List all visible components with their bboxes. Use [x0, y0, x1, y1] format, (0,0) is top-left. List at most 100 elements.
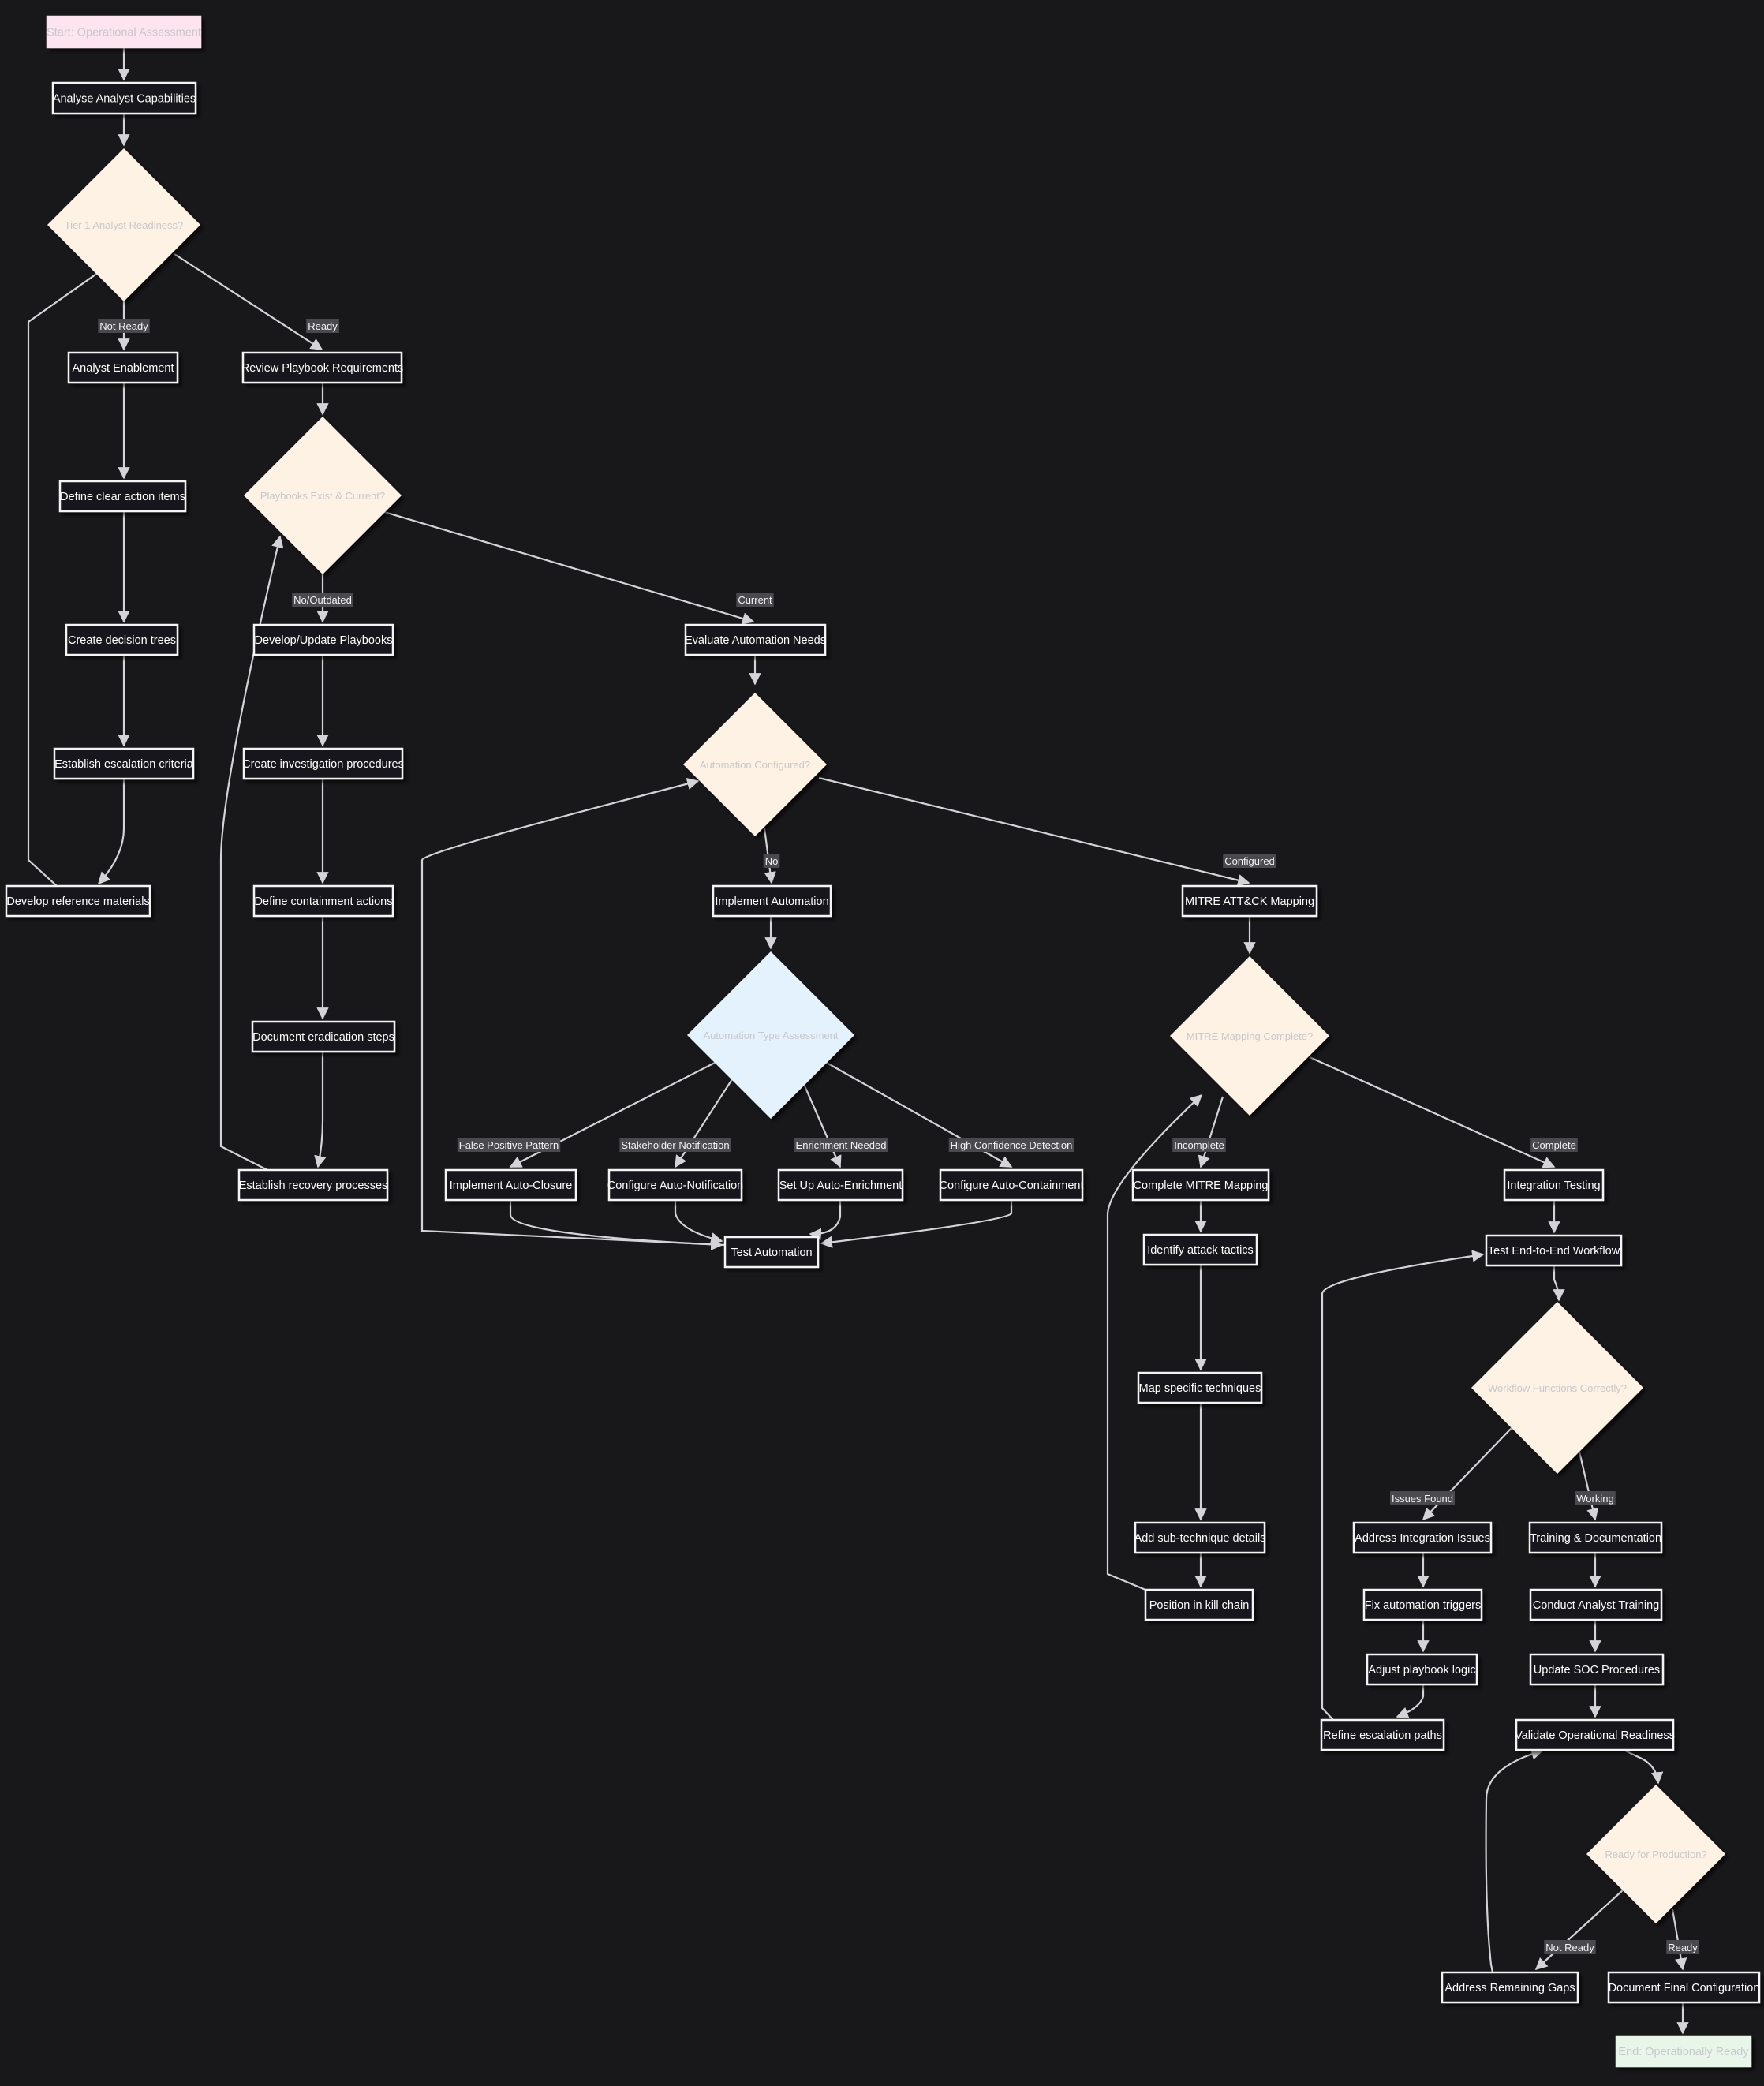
node-investigation: Create investigation procedures: [242, 747, 404, 780]
decision-auto-type: Automation Type Assessment: [687, 951, 854, 1119]
node-box: [444, 1168, 577, 1202]
node-complete-mitre: Complete MITRE Mapping: [1131, 1168, 1270, 1202]
node-start: Start: Operational Assessment: [46, 15, 202, 49]
node-develop-pb: Develop/Update Playbooks: [252, 623, 394, 656]
node-enable: Analyst Enablement: [67, 351, 179, 384]
node-label: Review Playbook Requirements: [241, 362, 404, 375]
edge-label-false-positive: False Positive Pattern: [457, 1138, 561, 1152]
node-label: Training & Documentation: [1530, 1532, 1661, 1545]
decision-diamond: [1586, 1785, 1725, 1923]
node-box: [723, 1236, 820, 1269]
edge-label-stakeholder: Stakeholder Notification: [619, 1138, 731, 1152]
edge-label-not-ready-1: Not Ready: [98, 319, 150, 333]
node-integ-test: Integration Testing: [1503, 1168, 1605, 1202]
node-box: [1441, 1971, 1579, 2004]
decision-diamond: [1471, 1302, 1643, 1474]
node-action-items: Define clear action items: [58, 480, 187, 513]
node-impl-auto: Implement Automation: [712, 884, 832, 918]
node-eradication: Document eradication steps: [251, 1020, 396, 1053]
edge-arrow-51: [1671, 1908, 1687, 1971]
edge-label-text: Configured: [1224, 855, 1275, 867]
edge-arrow-44: [1396, 1685, 1425, 1719]
node-recovery: Establish recovery processes: [237, 1168, 389, 1202]
edge-label-text: No: [765, 855, 779, 867]
decision-tier1: Tier 1 Analyst Readiness?: [47, 148, 200, 301]
node-killchain: Position in kill chain: [1144, 1588, 1254, 1621]
node-label: Complete MITRE Mapping: [1134, 1179, 1269, 1192]
node-box: [67, 351, 179, 384]
edge-label-no-outdated: No/Outdated: [292, 593, 353, 607]
node-label: Validate Operational Readiness: [1515, 1729, 1675, 1742]
edge-label-text: Working: [1576, 1493, 1613, 1505]
node-label: Update SOC Procedures: [1534, 1664, 1660, 1677]
node-label: Document eradication steps: [252, 1031, 394, 1044]
edge-label-high-confidence: High Confidence Detection: [948, 1138, 1074, 1152]
node-label: Test End-to-End Workflow: [1488, 1245, 1620, 1258]
node-label: Add sub-technique details: [1134, 1532, 1266, 1545]
node-box: [1529, 1653, 1665, 1686]
edge-label-text: Ready: [308, 320, 338, 332]
node-label: Adjust playbook logic: [1368, 1664, 1475, 1677]
edge-label-text: Incomplete: [1174, 1139, 1224, 1151]
node-label: Start: Operational Assessment: [47, 27, 201, 39]
node-techniques: Map specific techniques: [1137, 1371, 1263, 1404]
decision-ready-prod: Ready for Production?: [1586, 1785, 1725, 1923]
edge-label-current: Current: [736, 593, 774, 607]
node-analyse: Analyse Analyst Capabilities: [51, 81, 197, 115]
node-label: Address Remaining Gaps: [1444, 1982, 1575, 1994]
node-test-auto: Test Automation: [723, 1236, 820, 1269]
edge-arrow-31: [1198, 1096, 1224, 1168]
edge-arrow-28: [820, 1201, 1013, 1248]
node-mitre-map: MITRE ATT&CK Mapping: [1181, 884, 1318, 918]
edge-label-ready-1: Ready: [306, 319, 339, 333]
node-end: End: Operationally Ready: [1615, 2035, 1752, 2068]
edge-label-bg: [1223, 854, 1276, 868]
node-label: Test Automation: [731, 1247, 812, 1259]
edge-arrow-7: [27, 260, 116, 887]
decision-pb-exist: Playbooks Exist & Current?: [244, 417, 402, 574]
edge-label-text: Stakeholder Notification: [621, 1139, 729, 1151]
edge-arrow-45: [1321, 1250, 1485, 1721]
edge-label-text: Not Ready: [99, 320, 148, 332]
decision-wf-ok: Workflow Functions Correctly?: [1471, 1302, 1643, 1474]
edge-label-bg: [457, 1138, 561, 1152]
decision-diamond: [1170, 956, 1329, 1116]
edge-label-bg: [619, 1138, 731, 1152]
node-label: Create decision trees: [68, 634, 176, 647]
edge-label-enrichment: Enrichment Needed: [794, 1138, 888, 1152]
node-box: [607, 1168, 743, 1202]
node-escalation: Establish escalation criteria: [53, 747, 195, 780]
edge-label-text: Ready: [1668, 1942, 1698, 1953]
node-box: [939, 1168, 1084, 1202]
node-integ-issues: Address Integration Issues: [1352, 1521, 1493, 1554]
edge-label-text: No/Outdated: [293, 594, 352, 606]
node-label: Refine escalation paths: [1323, 1729, 1442, 1742]
node-box: [1529, 1588, 1663, 1621]
edge-label-bg: [736, 593, 774, 607]
edge-label-bg: [1530, 1138, 1578, 1152]
edge-label-bg: [794, 1138, 888, 1152]
edge-label-no: No: [763, 854, 780, 868]
node-reference: Develop reference materials: [5, 884, 151, 918]
node-gaps: Address Remaining Gaps: [1441, 1971, 1579, 2004]
node-label: Implement Automation: [715, 895, 828, 908]
edge-label-configured: Configured: [1223, 854, 1276, 868]
node-label: Set Up Auto-Enrichment: [779, 1179, 903, 1192]
decision-label: Playbooks Exist & Current?: [260, 490, 385, 502]
node-box: [1181, 884, 1318, 918]
edge-label-text: Issues Found: [1392, 1493, 1453, 1505]
edge-label-working: Working: [1575, 1491, 1616, 1505]
decision-diamond: [47, 148, 200, 301]
node-label: MITRE ATT&CK Mapping: [1185, 895, 1314, 908]
decision-auto-conf: Automation Configured?: [683, 693, 827, 836]
node-label: Conduct Analyst Training: [1533, 1599, 1659, 1612]
node-box: [1362, 1588, 1483, 1621]
node-box: [51, 81, 197, 115]
node-label: Define clear action items: [60, 491, 185, 503]
edge-label-text: Enrichment Needed: [796, 1139, 887, 1151]
node-box: [1144, 1588, 1254, 1621]
node-label: Develop/Update Playbooks: [255, 634, 393, 647]
node-box: [242, 747, 404, 780]
